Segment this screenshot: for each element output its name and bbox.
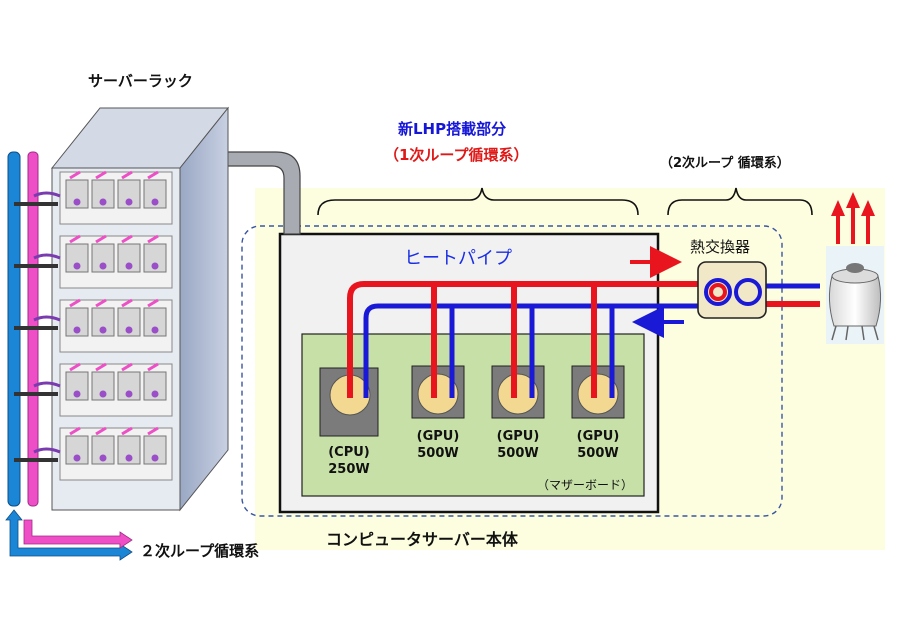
chip-gpu-2 [491,365,545,419]
primary-loop-label: （1次ループ循環系） [384,146,529,164]
server-rack-label: サーバーラック [88,72,193,90]
chip-label-cpu: (CPU) 250W [314,444,384,478]
chip-label-gpu-2: (GPU) 500W [483,428,553,462]
chip-power: 500W [577,446,619,461]
chip-power: 250W [328,462,370,477]
heat-pipe-label: ヒートパイプ [404,248,512,269]
chip-name: (GPU) [576,429,620,444]
flow-arrow-blue-icon [5,509,133,561]
heat-exchanger-label: 熱交換器 [690,238,751,256]
cooling-tower-icon [826,246,884,344]
secondary-loop-top-label: （2次ループ 循環系） [660,156,790,171]
chip-gpu-3 [571,365,625,419]
chip-gpu-1 [411,365,465,419]
server-rack [50,106,230,512]
chip-name: (GPU) [496,429,540,444]
chip-name: (GPU) [416,429,460,444]
motherboard-label: （マザーボード） [537,478,634,492]
secondary-loop-bottom-label: ２次ループ循環系 [140,542,260,560]
server-body-boundary [241,225,783,517]
chip-name: (CPU) [328,445,370,460]
secondary-section-brace [667,187,813,216]
flow-arrow-pink-icon [23,519,133,549]
chip-label-gpu-1: (GPU) 500W [403,428,473,462]
lhp-section-brace [317,187,639,216]
server-body-label: コンピュータサーバー本体 [326,530,518,549]
hot-air-arrow-icon [831,192,875,244]
chip-label-gpu-3: (GPU) 500W [563,428,633,462]
chip-power: 500W [417,446,459,461]
new-lhp-label: 新LHP搭載部分 [398,120,507,138]
rack-connectors [14,202,58,462]
chip-power: 500W [497,446,539,461]
